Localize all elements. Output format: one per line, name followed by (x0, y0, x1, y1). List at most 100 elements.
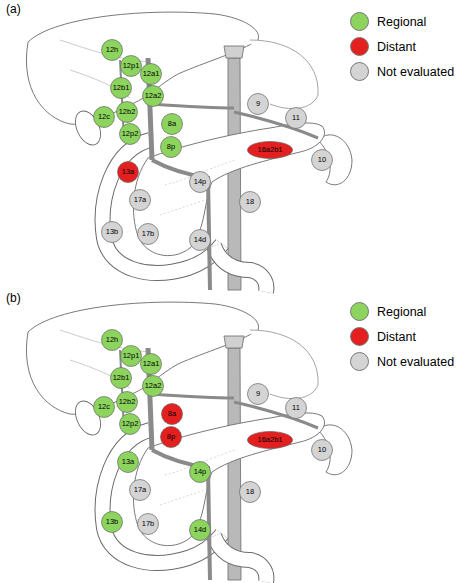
lymph-node-station: 13b (101, 511, 123, 533)
lymph-node-station: 12b2 (116, 391, 138, 413)
lymph-node-station: 16a2b1 (247, 431, 293, 449)
lymph-node-station: 12b1 (110, 77, 132, 99)
lymph-node-station: 10 (311, 149, 333, 171)
lymph-node-station: 8a (161, 113, 183, 135)
lymph-node-station: 12c (93, 106, 115, 128)
station-number: 12a1 (143, 70, 160, 78)
lymph-node-station: 12h (101, 39, 123, 61)
legend-swatch (350, 37, 369, 56)
station-number: 18 (246, 488, 254, 496)
station-number: 12c (98, 403, 110, 411)
lymph-node-station: 8a (161, 403, 183, 425)
lymph-node-station: 12p2 (119, 413, 141, 435)
station-number: 13a (122, 168, 135, 176)
station-number: 16a2b1 (257, 436, 282, 444)
station-number: 12b1 (113, 374, 130, 382)
lymph-node-station: 11 (285, 107, 307, 129)
station-number: 12p1 (123, 62, 140, 70)
lymph-node-station: 12p2 (119, 123, 141, 145)
legend-text: Distant (377, 40, 416, 54)
legend-swatch (350, 327, 369, 346)
lymph-node-station: 14p (189, 461, 211, 483)
lymph-node-station: 12b1 (110, 367, 132, 389)
station-number: 12c (98, 113, 110, 121)
legend-entry: Not evaluated (350, 352, 454, 371)
station-number: 16a2b1 (257, 146, 282, 154)
legend-swatch (350, 62, 369, 81)
legend-text: Not evaluated (377, 65, 454, 79)
legend-entry: Distant (350, 327, 416, 346)
panel-label: (b) (6, 291, 21, 305)
legend-swatch (350, 352, 369, 371)
station-number: 18 (246, 198, 254, 206)
station-number: 17a (134, 196, 147, 204)
legend-swatch (350, 302, 369, 321)
station-number: 9 (256, 100, 260, 108)
legend-entry: Regional (350, 302, 426, 321)
station-number: 14p (194, 178, 207, 186)
station-number: 11 (292, 114, 300, 122)
lymph-node-station: 14d (189, 519, 211, 541)
lymph-node-station: 17a (129, 479, 151, 501)
lymph-node-station: 12a1 (140, 63, 162, 85)
lymph-node-station: 13a (117, 451, 139, 473)
lymph-node-station: 14p (189, 171, 211, 193)
lymph-node-station: 11 (285, 397, 307, 419)
station-number: 8p (167, 433, 175, 441)
lymph-node-station: 18 (239, 481, 261, 503)
lymph-node-station: 18 (239, 191, 261, 213)
station-number: 9 (256, 390, 260, 398)
lymph-node-station: 12h (101, 329, 123, 351)
legend-entry: Not evaluated (350, 62, 454, 81)
station-number: 12a2 (145, 92, 162, 100)
lymph-node-station: 9 (247, 93, 269, 115)
lymph-node-station: 8p (160, 136, 182, 158)
station-number: 13a (122, 458, 135, 466)
station-number: 17b (142, 520, 155, 528)
lymph-node-station: 12a2 (142, 85, 164, 107)
station-number: 10 (318, 446, 326, 454)
lymph-node-station: 17b (137, 223, 159, 245)
legend-swatch (350, 12, 369, 31)
station-number: 8a (168, 410, 176, 418)
station-number: 12p1 (123, 352, 140, 360)
station-number: 12a2 (145, 382, 162, 390)
lymph-node-station: 12p1 (120, 345, 142, 367)
station-number: 12h (106, 336, 119, 344)
lymph-node-station: 10 (311, 439, 333, 461)
lymph-node-station: 12a2 (142, 375, 164, 397)
lymph-node-station: 16a2b1 (247, 141, 293, 159)
lymph-node-station: 13b (101, 221, 123, 243)
station-number: 8a (168, 120, 176, 128)
station-number: 12b1 (113, 84, 130, 92)
station-number: 11 (292, 404, 300, 412)
lymph-node-station: 12b2 (116, 101, 138, 123)
legend-text: Regional (377, 15, 426, 29)
lymph-node-station: 17b (137, 513, 159, 535)
lymph-node-station: 9 (247, 383, 269, 405)
station-number: 14d (194, 236, 207, 244)
station-number: 13b (106, 228, 119, 236)
lymph-node-station: 12p1 (120, 55, 142, 77)
station-number: 10 (318, 156, 326, 164)
lymph-node-station: 12a1 (140, 353, 162, 375)
station-number: 12b2 (119, 398, 136, 406)
station-number: 8p (167, 143, 175, 151)
lymph-node-station: 17a (129, 189, 151, 211)
legend-text: Not evaluated (377, 355, 454, 369)
legend-text: Regional (377, 305, 426, 319)
lymph-node-station: 8p (160, 426, 182, 448)
panel-label: (a) (6, 2, 21, 16)
lymph-node-station: 13a (117, 161, 139, 183)
station-number: 14d (194, 526, 207, 534)
station-number: 13b (106, 518, 119, 526)
lymph-node-station: 12c (93, 396, 115, 418)
station-number: 14p (194, 468, 207, 476)
legend-text: Distant (377, 330, 416, 344)
station-number: 12p2 (122, 420, 139, 428)
legend-entry: Distant (350, 37, 416, 56)
station-number: 12h (106, 46, 119, 54)
station-number: 17a (134, 486, 147, 494)
legend-entry: Regional (350, 12, 426, 31)
